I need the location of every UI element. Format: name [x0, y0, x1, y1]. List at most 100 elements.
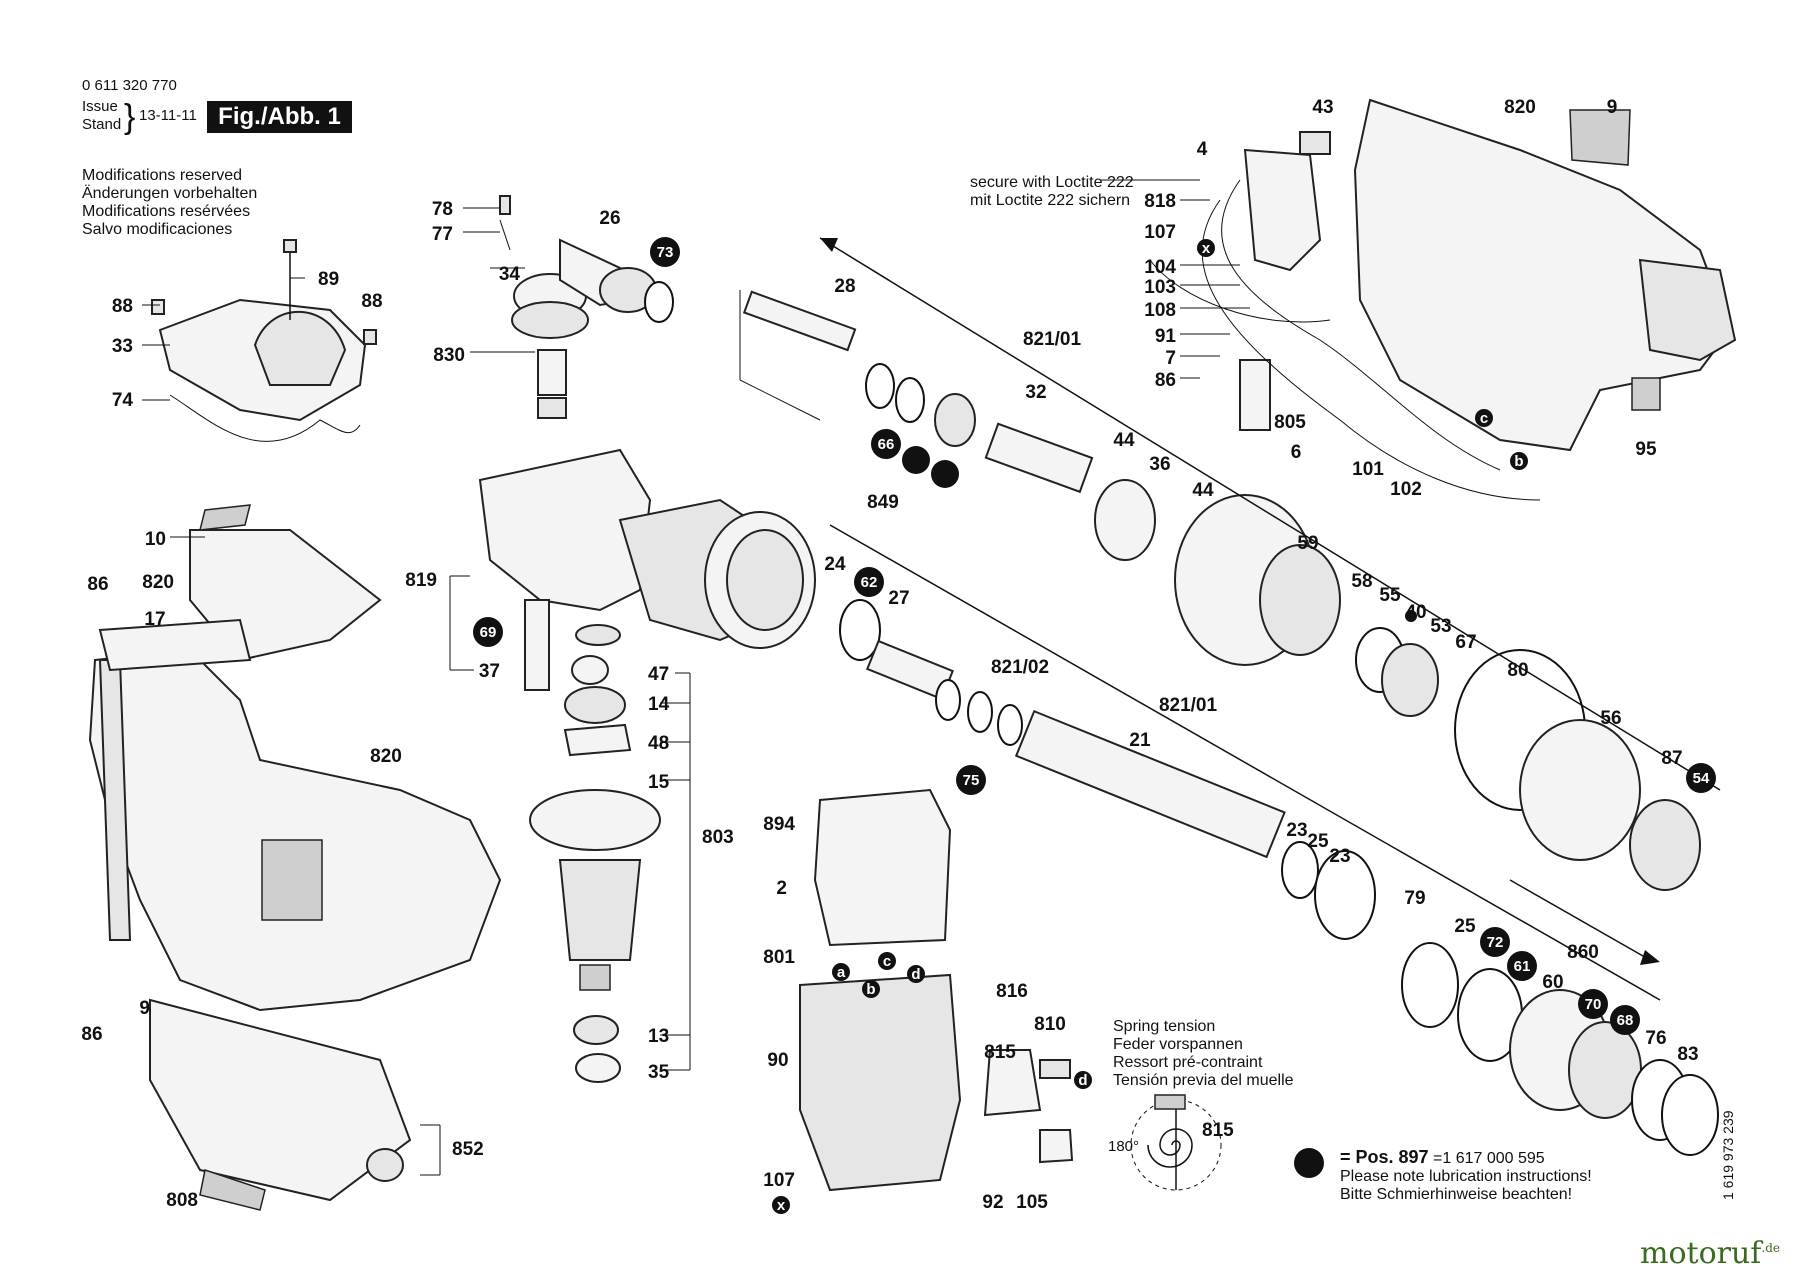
- circled-callout-73: 73: [650, 237, 680, 267]
- callout-95: 95: [1635, 439, 1657, 460]
- lubrication-dot: [902, 446, 930, 474]
- callout-47: 47: [648, 664, 669, 685]
- svg-text:a: a: [837, 964, 846, 981]
- spring-note-line: Tensión previa del muelle: [1113, 1072, 1294, 1089]
- lubrication-code: =1 617 000 595: [1428, 1150, 1545, 1167]
- stand-label: Stand: [82, 116, 122, 133]
- callout-25-right: 25: [1454, 916, 1476, 937]
- callout-91: 91: [1155, 326, 1177, 347]
- callout-105: 105: [1016, 1192, 1048, 1213]
- callout-55: 55: [1379, 585, 1401, 606]
- circled-callout-69: 69: [473, 617, 503, 647]
- callout-34: 34: [499, 264, 521, 285]
- issue-label: Issue: [82, 98, 118, 115]
- part-number: 0 611 320 770: [82, 77, 177, 94]
- callout-23-left: 23: [1286, 820, 1307, 841]
- connector-a: a: [832, 963, 850, 981]
- lubrication-pos: = Pos. 897: [1340, 1147, 1429, 1167]
- svg-text:d: d: [1078, 1072, 1087, 1089]
- callout-92: 92: [982, 1192, 1003, 1213]
- spring-tension-note: Spring tension Feder vorspannen Ressort …: [1113, 1018, 1294, 1090]
- callout-805: 805: [1274, 412, 1306, 433]
- callout-37: 37: [479, 661, 500, 682]
- callout-56: 56: [1600, 708, 1621, 729]
- svg-text:d: d: [911, 966, 920, 983]
- loctite-note-line: secure with Loctite 222: [970, 174, 1134, 191]
- callout-852: 852: [452, 1139, 484, 1160]
- callout-6: 6: [1291, 442, 1302, 463]
- callout-79: 79: [1404, 888, 1425, 909]
- motor-section: [799, 788, 1074, 1192]
- callout-77: 77: [432, 224, 453, 245]
- callout-14: 14: [648, 694, 670, 715]
- callout-808: 808: [166, 1190, 198, 1211]
- callout-810: 810: [1034, 1014, 1066, 1035]
- callout-87: 87: [1661, 748, 1682, 769]
- callout-48: 48: [648, 733, 669, 754]
- callout-26: 26: [599, 208, 620, 229]
- spring-tension-symbol: [1130, 1094, 1222, 1191]
- connector-d: d: [1074, 1071, 1092, 1089]
- loctite-note: secure with Loctite 222 mit Loctite 222 …: [970, 174, 1134, 210]
- callout-59: 59: [1297, 533, 1318, 554]
- callout-820-body: 820: [370, 746, 402, 767]
- svg-text:54: 54: [1693, 770, 1710, 787]
- callout-21: 21: [1129, 730, 1151, 751]
- svg-text:c: c: [883, 953, 891, 970]
- callout-76: 76: [1645, 1028, 1666, 1049]
- callout-821-01-bottom: 821/01: [1159, 695, 1218, 716]
- svg-text:70: 70: [1585, 996, 1602, 1013]
- callout-821-02: 821/02: [991, 657, 1049, 678]
- callout-819: 819: [405, 570, 437, 591]
- callout-86-bottom: 86: [81, 1024, 102, 1045]
- circled-callout-61: 61: [1507, 951, 1537, 981]
- armature-stack: [524, 599, 661, 1083]
- svg-text:x: x: [1202, 240, 1211, 257]
- svg-text:72: 72: [1487, 934, 1504, 951]
- circled-callout-72: 72: [1480, 927, 1510, 957]
- main-housing-820: [88, 504, 502, 1211]
- callout-32: 32: [1025, 382, 1046, 403]
- callout-101: 101: [1352, 459, 1384, 480]
- brand-watermark[interactable]: motoruf.de: [1640, 1236, 1780, 1271]
- callout-80: 80: [1507, 660, 1528, 681]
- spring-angle: 180°: [1108, 1138, 1140, 1155]
- callout-830: 830: [433, 345, 465, 366]
- callout-815-part: 815: [984, 1042, 1016, 1063]
- callout-801: 801: [763, 947, 795, 968]
- callout-15: 15: [648, 772, 670, 793]
- circled-callout-66: 66: [871, 429, 901, 459]
- callout-86-top: 86: [87, 574, 108, 595]
- callout-28: 28: [834, 276, 855, 297]
- note-line: Änderungen vorbehalten: [82, 185, 258, 202]
- circled-callout-70: 70: [1578, 989, 1608, 1019]
- callout-78: 78: [432, 199, 453, 220]
- callout-44-top: 44: [1113, 430, 1135, 451]
- note-line: Modifications resérvées: [82, 203, 251, 220]
- callout-10: 10: [145, 529, 166, 550]
- svg-text:66: 66: [878, 436, 895, 453]
- callout-86-right: 86: [1155, 370, 1176, 391]
- callout-44-second: 44: [1192, 480, 1214, 501]
- lubrication-line: Bitte Schmierhinweise beachten!: [1340, 1186, 1573, 1203]
- spring-note-line: Spring tension: [1113, 1018, 1216, 1035]
- modifications-notes: Modifications reserved Änderungen vorbeh…: [82, 167, 257, 239]
- callout-104: 104: [1144, 257, 1176, 278]
- gear-housing-819: [478, 448, 816, 649]
- callout-108: 108: [1144, 300, 1176, 321]
- callout-815-spring: 815: [1202, 1120, 1234, 1141]
- circled-callout-75: 75: [956, 765, 986, 795]
- callout-40: 40: [1405, 602, 1426, 623]
- percussion-assembly: [742, 290, 1719, 1156]
- callout-labels: 78 77 34 26 830 89 88 88 33 74 10 86 820…: [81, 97, 1698, 1213]
- connector-b: b: [1510, 452, 1528, 470]
- callout-7: 7: [1165, 348, 1176, 369]
- lubrication-line: Please note lubrication instructions!: [1340, 1168, 1592, 1185]
- callout-849: 849: [867, 492, 899, 513]
- brand-name: motoruf: [1640, 1236, 1762, 1271]
- brand-suffix: .de: [1761, 1241, 1781, 1255]
- lubrication-dot-icon: [1294, 1148, 1324, 1178]
- callout-102: 102: [1390, 479, 1422, 500]
